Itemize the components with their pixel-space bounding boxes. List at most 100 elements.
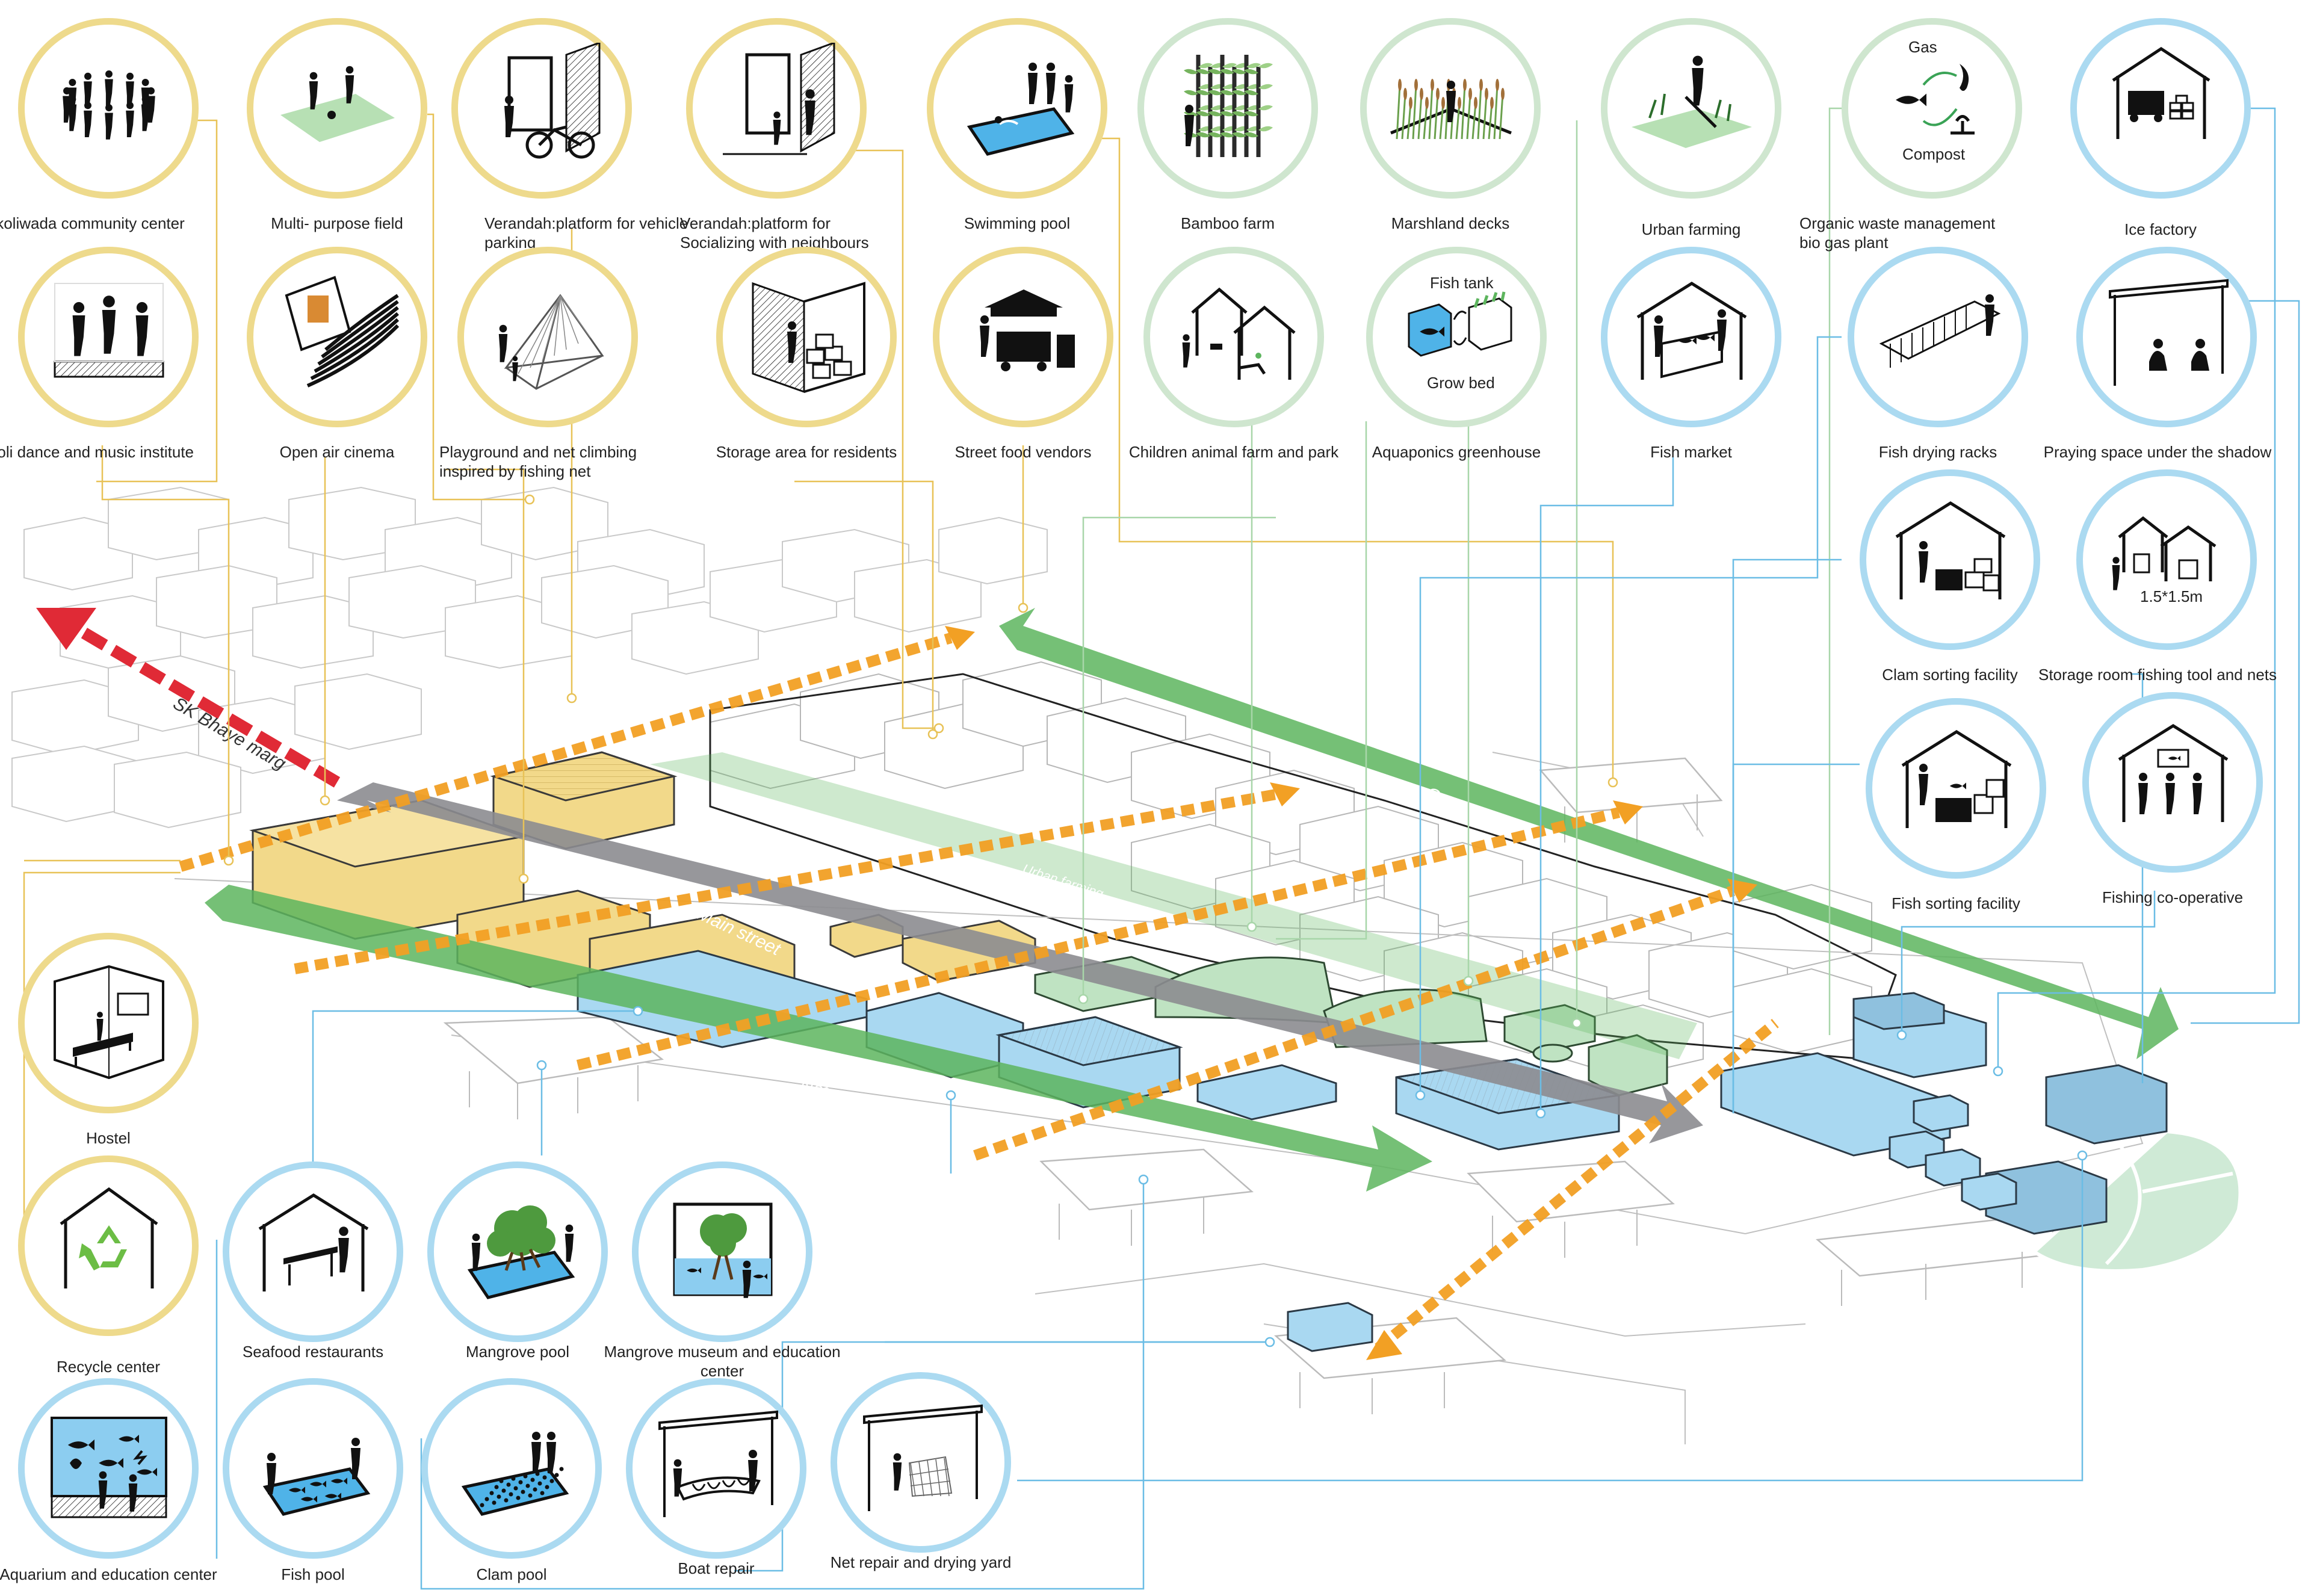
- net-repair-icon: [863, 1404, 983, 1511]
- reeds-icon: [1390, 79, 1512, 140]
- poi-label-swimming: Swimming pool: [964, 214, 1071, 232]
- poi-label-aquaponics: Aquaponics greenhouse: [1372, 443, 1541, 461]
- poi-storage-residents: [716, 247, 897, 427]
- poi-inner-bottom: Grow bed: [1427, 374, 1495, 392]
- poi-label-seafood: Seafood restaurants: [242, 1343, 384, 1361]
- poi-hostel: [18, 933, 199, 1113]
- praying-shelter-icon: [2109, 279, 2229, 386]
- poi-label-storage-tools: Storage room fishing tool and nets: [2038, 666, 2277, 684]
- poi-label-bamboo: Bamboo farm: [1180, 214, 1275, 232]
- ice-factory-building: [1720, 1052, 1951, 1157]
- poi-koliwada: [18, 18, 199, 199]
- poi-koli-dance: [18, 247, 199, 427]
- people-circle-icon: [63, 70, 155, 140]
- poi-clam-sorting: [1860, 469, 2040, 650]
- poi-label-cooperative: Fishing co-operative: [2102, 888, 2244, 906]
- poi-verandah-parking: [451, 18, 632, 199]
- poi-label-multipurpose: Multi- purpose field: [271, 214, 403, 232]
- aquaponics-icon: [1408, 291, 1512, 357]
- poi-label-playground: Playground and net climbing inspired by …: [439, 443, 637, 480]
- poi-fish-market: [1601, 247, 1781, 427]
- cooperative-icon: [2118, 724, 2229, 822]
- football-field-icon: [280, 66, 395, 142]
- poi-urban-farming: [1601, 18, 1781, 199]
- poi-cooperative: [2082, 692, 2263, 873]
- poi-mangrove-museum: [632, 1161, 812, 1342]
- poi-label-koli-dance: Koli dance and music institute: [0, 443, 194, 461]
- storage-boxes-icon: [752, 282, 865, 394]
- poi-aquarium: [18, 1378, 199, 1559]
- poi-label-fish-market: Fish market: [1650, 443, 1732, 461]
- poi-label-drying-racks: Fish drying racks: [1878, 443, 1997, 461]
- poi-label-net-repair: Net repair and drying yard: [830, 1553, 1012, 1571]
- dancers-icon: [54, 283, 164, 378]
- poi-recycle: [18, 1155, 199, 1336]
- poi-label-organic-waste: Organic waste management bio gas plant: [1799, 214, 1996, 252]
- poi-label-fish-sorting: Fish sorting facility: [1892, 894, 2020, 912]
- poi-inner-bottom: Compost: [1902, 145, 1966, 163]
- poi-bamboo: [1137, 18, 1318, 199]
- orange-arrow-heads: [945, 626, 1757, 1360]
- cinema-seats-icon: [285, 276, 400, 388]
- seafood-restaurant-icon: [258, 1193, 369, 1291]
- fish-pool-icon: [262, 1438, 371, 1516]
- residential-zone-outline: [709, 673, 1897, 1060]
- orange-pedestrian-arrows: [179, 633, 1779, 1352]
- poi-swimming: [927, 18, 1107, 199]
- ice-factory-icon: [2112, 47, 2210, 139]
- poi-label-animal-farm: Children animal farm and park: [1128, 443, 1339, 461]
- animal-farm-icon: [1182, 287, 1296, 380]
- poi-multipurpose: [247, 18, 427, 199]
- poi-animal-farm: [1143, 247, 1324, 427]
- poi-net-repair: [831, 1372, 1011, 1553]
- green-belt-arrow: [999, 608, 2179, 1059]
- poi-boat-repair: [626, 1378, 806, 1559]
- sk-bhaye-marg-arrow: [69, 620, 341, 788]
- sk-bhaye-marg-arrow-head: [36, 608, 96, 650]
- poi-fish-sorting: [1866, 698, 2046, 879]
- poi-label-ice-factory: Ice factory: [2124, 220, 2197, 238]
- poi-marshland: [1360, 18, 1541, 199]
- context-buildings: [11, 486, 1048, 829]
- coastal-park: [2031, 1129, 2242, 1273]
- poi-label-storage-residents: Storage area for residents: [716, 443, 897, 461]
- poi-label-street-food: Street food vendors: [954, 443, 1092, 461]
- poi-playground: [457, 247, 638, 427]
- mangrove-museum-icon: [673, 1202, 773, 1298]
- poi-label-clam-sorting: Clam sorting facility: [1882, 666, 2018, 684]
- food-stall-icon: [980, 289, 1075, 371]
- swimming-pool-icon: [967, 63, 1075, 156]
- urban-farming-strip: [650, 752, 1697, 1059]
- poi-street-food: [933, 247, 1113, 427]
- poi-cinema: [247, 247, 427, 427]
- poi-label-verandah-social: Verandah:platform for Socializing with n…: [680, 214, 869, 252]
- poi-drying-racks: [1848, 247, 2028, 427]
- fish-sorting-icon: [1901, 730, 2012, 828]
- poi-inner-top: Fish tank: [1430, 274, 1494, 292]
- poi-label-recycle: Recycle center: [57, 1358, 160, 1376]
- poi-praying: [2076, 247, 2257, 427]
- clam-pool-icon: [461, 1432, 569, 1516]
- poi-inner-top: Gas: [1908, 38, 1937, 56]
- poi-label-verandah-parking: Verandah:platform for vehicle parking: [484, 214, 688, 252]
- poi-label-clam-pool: Clam pool: [476, 1565, 547, 1583]
- recycle-icon: [60, 1187, 158, 1288]
- sitting-neighbours-icon: [723, 43, 835, 155]
- poi-label-fish-pool: Fish pool: [281, 1565, 345, 1583]
- poi-label-aquarium: Aquarium and education center: [0, 1565, 217, 1583]
- poi-label-mangrove-museum: Mangrove museum and education center: [604, 1343, 841, 1380]
- clam-sorting-icon: [1895, 501, 2006, 599]
- jetty-piles: [469, 794, 2023, 1414]
- bamboo-icon: [1184, 55, 1273, 157]
- poi-seafood: [223, 1161, 403, 1342]
- hostel-bed-icon: [54, 965, 164, 1080]
- mangrove-pool-icon: [467, 1205, 575, 1299]
- aquarium-icon: [51, 1417, 167, 1518]
- boat-repair-icon: [658, 1410, 778, 1517]
- poi-mangrove-pool: [427, 1161, 608, 1342]
- poi-storage-tools: 1.5*1.5m: [2076, 469, 2257, 650]
